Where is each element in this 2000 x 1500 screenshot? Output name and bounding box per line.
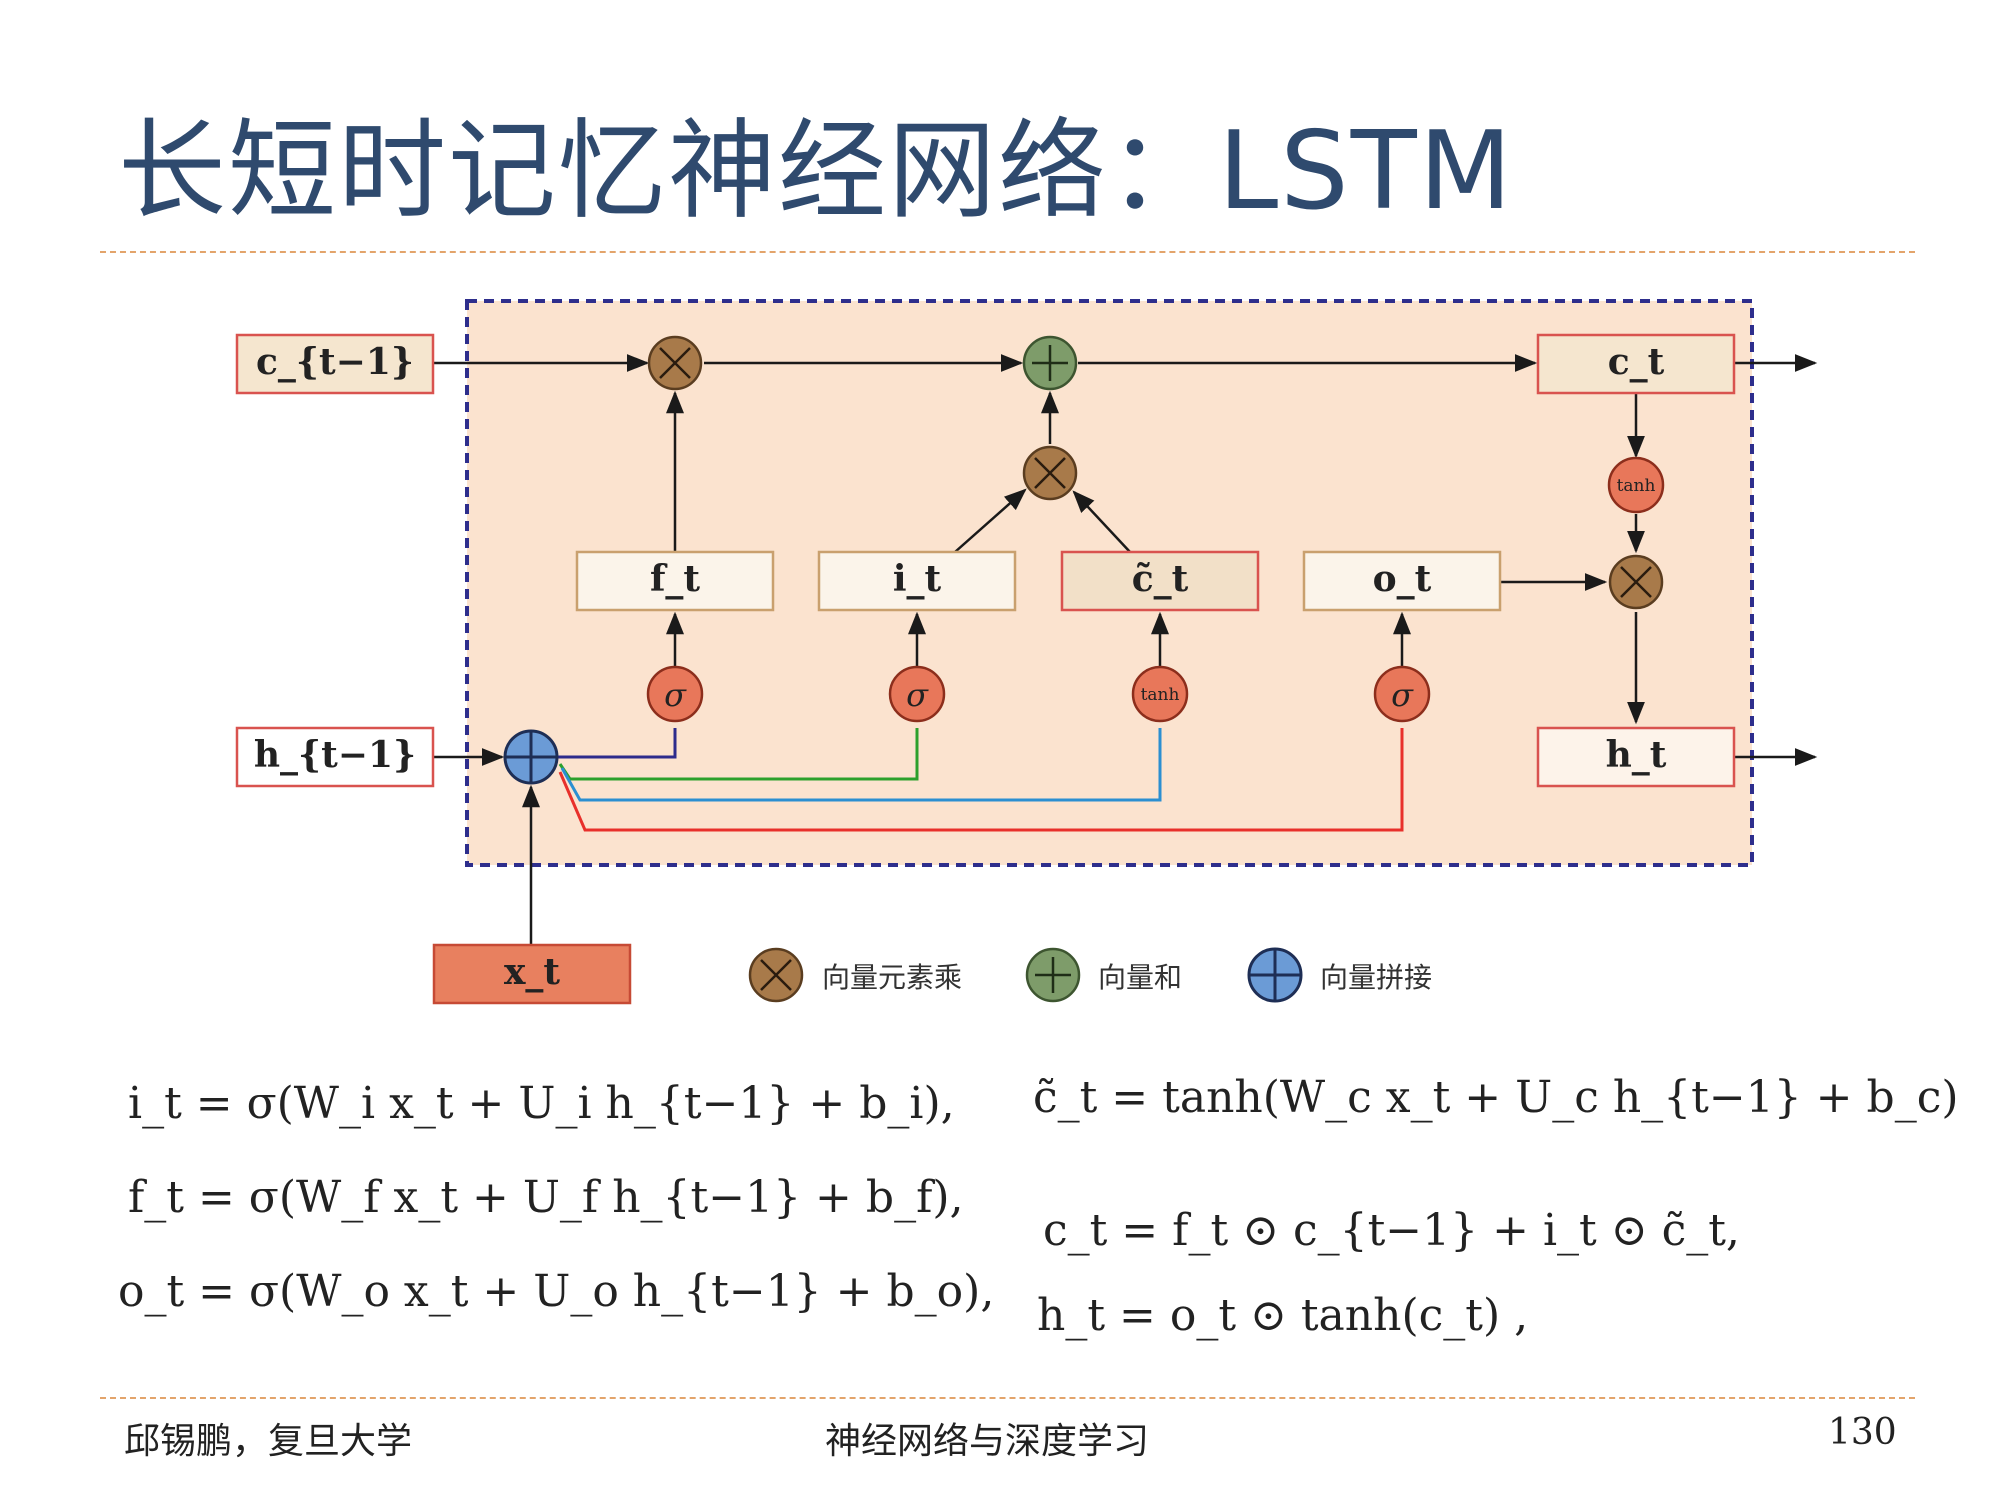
svg-text:tanh: tanh xyxy=(1617,476,1656,496)
title-divider xyxy=(100,251,1915,253)
legend-add-icon xyxy=(1025,947,1081,1003)
box-h-t: h_t xyxy=(1536,726,1736,788)
sigma-node-o: σ xyxy=(1373,665,1431,723)
svg-text:o_t: o_t xyxy=(1373,558,1432,600)
line-to-c-gate xyxy=(560,728,1162,802)
svg-text:i_t: i_t xyxy=(893,558,942,600)
legend: 向量元素乘 向量和 向量拼接 xyxy=(748,947,1432,1003)
svg-text:σ: σ xyxy=(664,676,687,714)
legend-multiply-label: 向量元素乘 xyxy=(822,961,962,994)
svg-text:f_t: f_t xyxy=(650,558,700,600)
sigma-node-f: σ xyxy=(646,665,704,723)
svg-text:c_t: c_t xyxy=(1608,341,1665,383)
box-o-t: o_t xyxy=(1302,550,1502,612)
footer-divider xyxy=(100,1397,1915,1399)
tanh-node-c: tanh xyxy=(1131,665,1189,723)
multiply-node-forget xyxy=(647,335,703,391)
multiply-node-input xyxy=(1022,445,1078,501)
equation-c-tilde: c̃_t = tanh(W_c x_t + U_c h_{t−1} + b_c) xyxy=(1033,1072,1959,1123)
multiply-node-output xyxy=(1608,554,1664,610)
equation-i: i_t = σ(W_i x_t + U_i h_{t−1} + b_i), xyxy=(128,1078,955,1129)
box-c-prev: c_{t−1} xyxy=(235,333,435,395)
svg-text:x_t: x_t xyxy=(504,951,560,993)
equation-o: o_t = σ(W_o x_t + U_o h_{t−1} + b_o), xyxy=(118,1266,994,1317)
legend-concat-icon xyxy=(1247,947,1303,1003)
sigma-node-i: σ xyxy=(888,665,946,723)
equations: i_t = σ(W_i x_t + U_i h_{t−1} + b_i), f_… xyxy=(118,1072,1959,1341)
line-to-o-gate xyxy=(558,728,1404,832)
box-h-prev: h_{t−1} xyxy=(235,726,435,788)
page-number: 130 xyxy=(1828,1412,1897,1453)
footer-course: 神经网络与深度学习 xyxy=(825,1421,1150,1462)
flow-arrows xyxy=(433,354,1818,945)
svg-text:h_t: h_t xyxy=(1606,734,1667,776)
equation-f: f_t = σ(W_f x_t + U_f h_{t−1} + b_f), xyxy=(128,1172,964,1223)
legend-add-label: 向量和 xyxy=(1098,961,1182,994)
legend-multiply-icon xyxy=(748,947,804,1003)
equation-c: c_t = f_t ⊙ c_{t−1} + i_t ⊙ c̃_t, xyxy=(1043,1205,1740,1256)
box-f-t: f_t xyxy=(575,550,775,612)
tanh-node-h: tanh xyxy=(1607,456,1665,514)
slide-title: 长短时记忆神经网络：LSTM xyxy=(118,109,1514,234)
equation-h: h_t = o_t ⊙ tanh(c_t) , xyxy=(1037,1290,1528,1341)
svg-text:c̃_t: c̃_t xyxy=(1132,558,1189,600)
svg-text:σ: σ xyxy=(1391,676,1414,714)
box-c-tilde: c̃_t xyxy=(1060,550,1260,612)
svg-text:tanh: tanh xyxy=(1141,685,1180,705)
svg-text:σ: σ xyxy=(906,676,929,714)
box-c-t: c_t xyxy=(1536,333,1736,395)
svg-text:c_{t−1}: c_{t−1} xyxy=(256,341,414,383)
box-i-t: i_t xyxy=(817,550,1017,612)
concat-node xyxy=(503,729,559,785)
footer-author: 邱锡鹏，复旦大学 xyxy=(124,1421,413,1462)
svg-text:h_{t−1}: h_{t−1} xyxy=(254,734,416,776)
line-to-f-gate xyxy=(555,728,677,759)
add-node-cell xyxy=(1022,335,1078,391)
legend-concat-label: 向量拼接 xyxy=(1320,961,1432,994)
box-x-t: x_t xyxy=(432,943,632,1005)
